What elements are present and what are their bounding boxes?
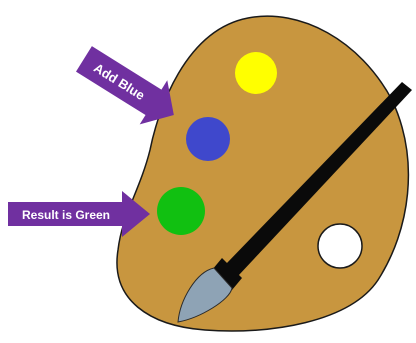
empty-paint-well (318, 224, 362, 268)
result-is-green-label: Result is Green (22, 208, 110, 222)
green-paint-well (157, 187, 205, 235)
result-is-green-arrow: Result is Green (8, 191, 150, 237)
yellow-paint-well (235, 52, 277, 94)
blue-paint-well (186, 117, 230, 161)
